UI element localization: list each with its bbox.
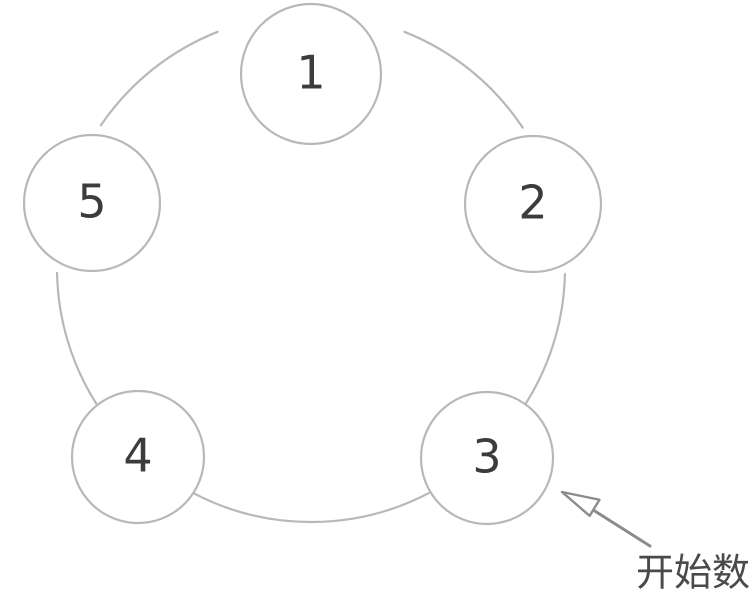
start-annotation: 开始数 xyxy=(560,490,750,595)
node-1-circle[interactable] xyxy=(239,2,383,146)
start-annotation-label: 开始数 xyxy=(636,551,750,595)
node-3[interactable]: 3 xyxy=(419,390,555,526)
start-arrow-head-icon xyxy=(560,490,601,518)
start-arrow-shaft xyxy=(591,508,652,548)
node-2[interactable]: 2 xyxy=(463,134,603,274)
ring-arc-5-to-1 xyxy=(99,30,219,127)
node-4[interactable]: 4 xyxy=(70,389,206,525)
ring-arc-3-to-4 xyxy=(193,491,431,524)
ring-arc-2-to-3 xyxy=(524,273,567,405)
node-2-label: 2 xyxy=(518,176,547,230)
node-5-label: 5 xyxy=(77,175,106,229)
node-group: 1 2 3 4 5 xyxy=(22,2,603,526)
ring-arc-1-to-2 xyxy=(403,30,524,129)
node-1-label: 1 xyxy=(296,46,325,100)
node-5-circle[interactable] xyxy=(22,133,162,273)
node-2-circle[interactable] xyxy=(463,134,603,274)
node-5[interactable]: 5 xyxy=(22,133,162,273)
node-1[interactable]: 1 xyxy=(239,2,383,146)
node-4-label: 4 xyxy=(123,429,152,483)
node-3-circle[interactable] xyxy=(419,390,555,526)
ring-arc-group xyxy=(55,30,567,524)
node-3-label: 3 xyxy=(472,430,501,484)
ring-arc-4-to-5 xyxy=(55,271,98,405)
node-4-circle[interactable] xyxy=(70,389,206,525)
